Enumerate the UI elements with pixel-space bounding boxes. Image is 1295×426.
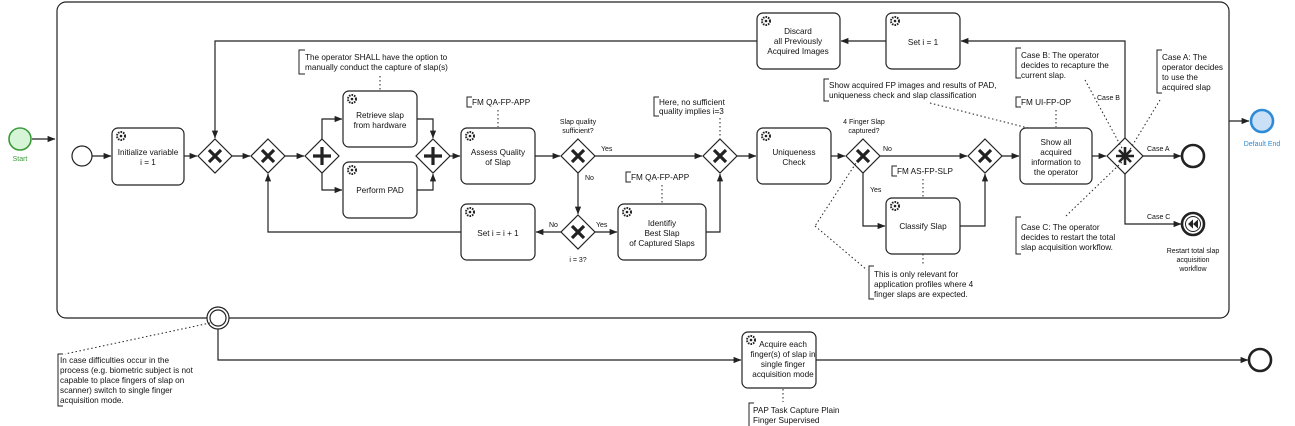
svg-text:Show acquired FP images and re: Show acquired FP images and results of P… — [829, 81, 997, 100]
gear-icon — [761, 16, 771, 26]
label-i3-question: i = 3? — [569, 257, 586, 264]
annotation-fm-as: FM AS-FP-SLP — [891, 165, 953, 197]
task-label: Set i = 1 — [908, 38, 939, 47]
label-case-b: Case B — [1097, 95, 1120, 102]
start-event-label: Start — [13, 156, 28, 163]
sequence-flows — [184, 37, 1249, 364]
svg-text:FM QA-FP-APP: FM QA-FP-APP — [631, 173, 690, 182]
gear-icon — [465, 131, 475, 141]
gateway-i-equals-3 — [560, 214, 596, 250]
svg-text:FM AS-FP-SLP: FM AS-FP-SLP — [897, 167, 953, 176]
gear-icon — [347, 94, 357, 104]
gear-icon — [890, 201, 900, 211]
annotation-fm-ui: FM UI-FP-OP — [1015, 96, 1072, 127]
boundary-escalation-event[interactable] — [206, 306, 230, 330]
gear-icon — [347, 165, 357, 175]
annotation-fm-qa-1: FM QA-FP-APP — [466, 96, 531, 127]
gear-icon — [746, 335, 756, 345]
task-label: Perform PAD — [356, 186, 404, 195]
gateway-parallel-join — [415, 138, 451, 174]
gear-icon — [116, 131, 126, 141]
gear-icon — [465, 207, 475, 217]
task-label: Classify Slap — [899, 222, 947, 231]
label-no-four: No — [883, 146, 892, 153]
inner-start-event[interactable] — [71, 145, 93, 167]
end-event-single-finger[interactable] — [1247, 347, 1273, 373]
restart-event[interactable] — [1180, 211, 1206, 237]
task-classify-slap[interactable]: Classify Slap — [885, 197, 961, 255]
default-end-event[interactable] — [1249, 108, 1275, 134]
gear-icon — [890, 16, 900, 26]
task-set-i-one[interactable]: Set i = 1 — [885, 12, 961, 70]
svg-text:FM QA-FP-APP: FM QA-FP-APP — [472, 98, 531, 107]
annotation-fm-qa-2: FM QA-FP-APP — [625, 171, 690, 203]
gateway-xor-merge-3 — [702, 138, 738, 174]
task-set-i-increment[interactable]: Set i = i + 1 — [460, 203, 536, 261]
gateway-parallel-split — [304, 138, 340, 174]
svg-text:The operator SHALL have the op: The operator SHALL have the option toman… — [305, 53, 448, 72]
gear-icon — [761, 131, 771, 141]
label-yes-quality: Yes — [601, 146, 613, 153]
gateway-xor-merge-4 — [967, 138, 1003, 174]
gateway-xor-merge-1 — [197, 138, 233, 174]
gateway-quality-sufficient — [560, 138, 596, 174]
label-yes-i3: Yes — [596, 222, 608, 229]
annotation-show-acquired: Show acquired FP images and results of P… — [823, 78, 1029, 129]
label-no-i3: No — [549, 222, 558, 229]
gateway-xor-merge-2 — [250, 138, 286, 174]
task-perform-pad[interactable]: Perform PAD — [342, 161, 418, 219]
end-event-case-a[interactable] — [1180, 143, 1206, 169]
task-label: Set i = i + 1 — [477, 229, 519, 238]
svg-text:FM UI-FP-OP: FM UI-FP-OP — [1021, 98, 1072, 107]
label-no-quality: No — [585, 175, 594, 182]
label-yes-four: Yes — [870, 187, 882, 194]
default-end-label: Default End — [1244, 141, 1281, 148]
svg-text:In case difficulties occur in: In case difficulties occur in theprocess… — [60, 356, 194, 405]
rewind-icon — [1188, 219, 1198, 229]
label-case-a: Case A — [1147, 146, 1170, 153]
label-case-c: Case C — [1147, 214, 1170, 221]
gateway-complex-case — [1106, 137, 1144, 175]
gear-icon — [622, 207, 632, 217]
start-event[interactable] — [8, 127, 32, 151]
